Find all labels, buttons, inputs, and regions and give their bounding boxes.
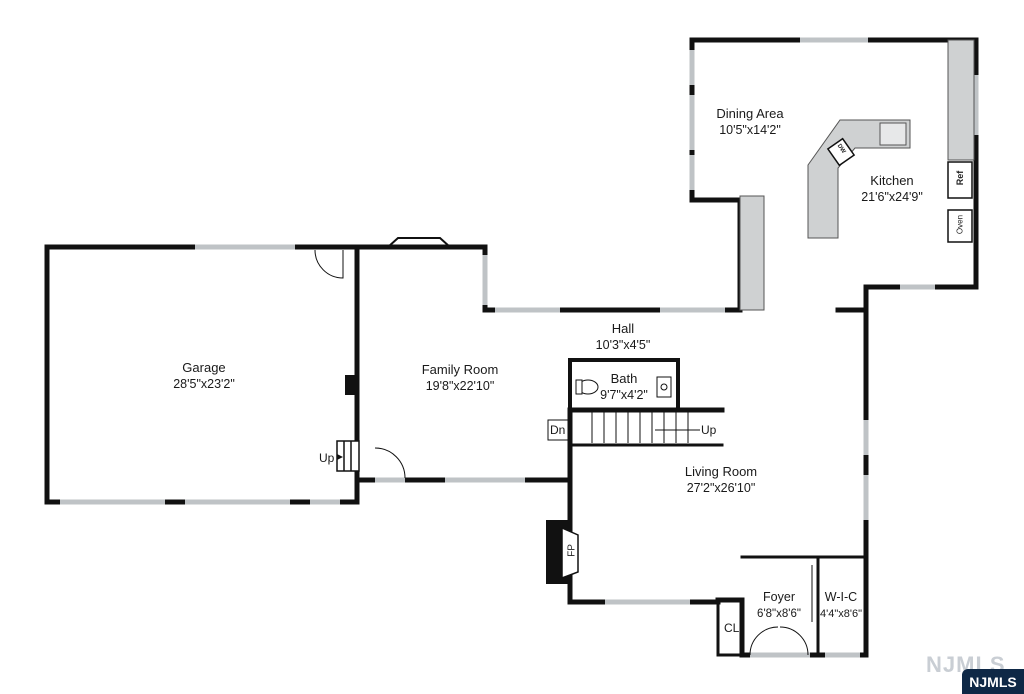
- wic-dims: 4'4"x8'6": [820, 608, 862, 620]
- foyer-dims: 6'8"x8'6": [757, 608, 801, 620]
- hall-name: Hall: [611, 321, 635, 336]
- bay-window: [387, 237, 451, 248]
- family-room-dims: 19'8"x22'10": [425, 379, 495, 393]
- family-room-label: Family Room 19'8"x22'10": [422, 361, 499, 395]
- foyer-name: Foyer: [763, 590, 795, 604]
- fireplace: [546, 520, 579, 584]
- stair-treads: [591, 412, 700, 443]
- kitchen-label: Kitchen 21'6"x24'9": [861, 172, 923, 206]
- closet-label: CL: [724, 621, 740, 635]
- kitchen-counters: [739, 39, 975, 311]
- garage-name: Garage: [182, 360, 226, 375]
- dining-area-label: Dining Area 10'5"x14'2": [716, 105, 783, 139]
- bath-label: Bath 9'7"x4'2": [600, 370, 648, 404]
- garage-dims: 28'5"x23'2": [173, 377, 235, 391]
- njmls-badge: NJMLS: [962, 669, 1024, 694]
- bath-walls: [568, 358, 680, 412]
- garage-step-door: [374, 447, 406, 479]
- stairs-down-label: Dn: [550, 423, 566, 437]
- foyer-label: Foyer 6'8"x8'6": [757, 589, 801, 623]
- family-walls: [354, 244, 743, 313]
- living-room-label: Living Room 27'2"x26'10": [685, 463, 757, 497]
- oven-label: Oven: [955, 214, 965, 235]
- chimney-post: [345, 375, 355, 395]
- wic-label: W-I-C 4'4"x8'6": [820, 589, 862, 623]
- hall-dims: 10'3"x4'5": [595, 338, 651, 352]
- dining-area-dims: 10'5"x14'2": [719, 123, 781, 137]
- dining-area-name: Dining Area: [716, 106, 784, 121]
- wic-name: W-I-C: [824, 590, 858, 604]
- garage-label: Garage 28'5"x23'2": [173, 359, 235, 393]
- stairs-up-label: Up: [701, 423, 717, 437]
- fireplace-label: FP: [566, 544, 578, 557]
- bath-dims: 9'7"x4'2": [600, 388, 648, 402]
- hall-label: Hall 10'3"x4'5": [596, 320, 651, 354]
- family-room-name: Family Room: [421, 362, 499, 377]
- bath-fixtures: [575, 376, 672, 398]
- bath-name: Bath: [610, 371, 638, 386]
- ref-label: Ref: [955, 170, 965, 186]
- kitchen-dims: 21'6"x24'9": [861, 190, 923, 204]
- garage-door-swing: [314, 249, 344, 279]
- garage-up-label: Up: [319, 451, 335, 465]
- living-room-name: Living Room: [684, 464, 758, 479]
- appliances: [826, 137, 973, 243]
- living-room-dims: 27'2"x26'10": [686, 481, 756, 495]
- kitchen-name: Kitchen: [870, 173, 914, 188]
- windows: [60, 37, 979, 658]
